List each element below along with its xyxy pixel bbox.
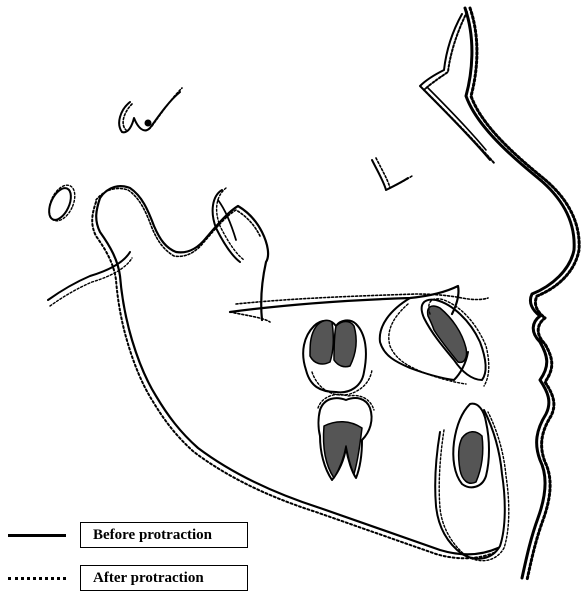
legend-before-label: Before protraction: [80, 522, 248, 548]
legend-after-label: After protraction: [80, 565, 248, 591]
legend-after: After protraction: [8, 563, 248, 593]
solid-line-swatch: [8, 534, 66, 537]
soft-tissue-profile: [465, 8, 579, 580]
nasal-bone-outline: [420, 12, 495, 164]
lower-incisor-symphysis: [435, 404, 509, 561]
upper-first-molar: [303, 320, 372, 395]
porion-ellipse: [44, 181, 80, 225]
dotted-line-swatch: [8, 577, 66, 580]
orbitale-mark: [372, 158, 412, 190]
upper-central-incisor: [422, 299, 489, 386]
mandible-outline: [92, 186, 498, 558]
sella-outline: [119, 88, 182, 132]
legend-before: Before protraction: [8, 520, 248, 550]
lower-first-molar: [318, 395, 374, 481]
